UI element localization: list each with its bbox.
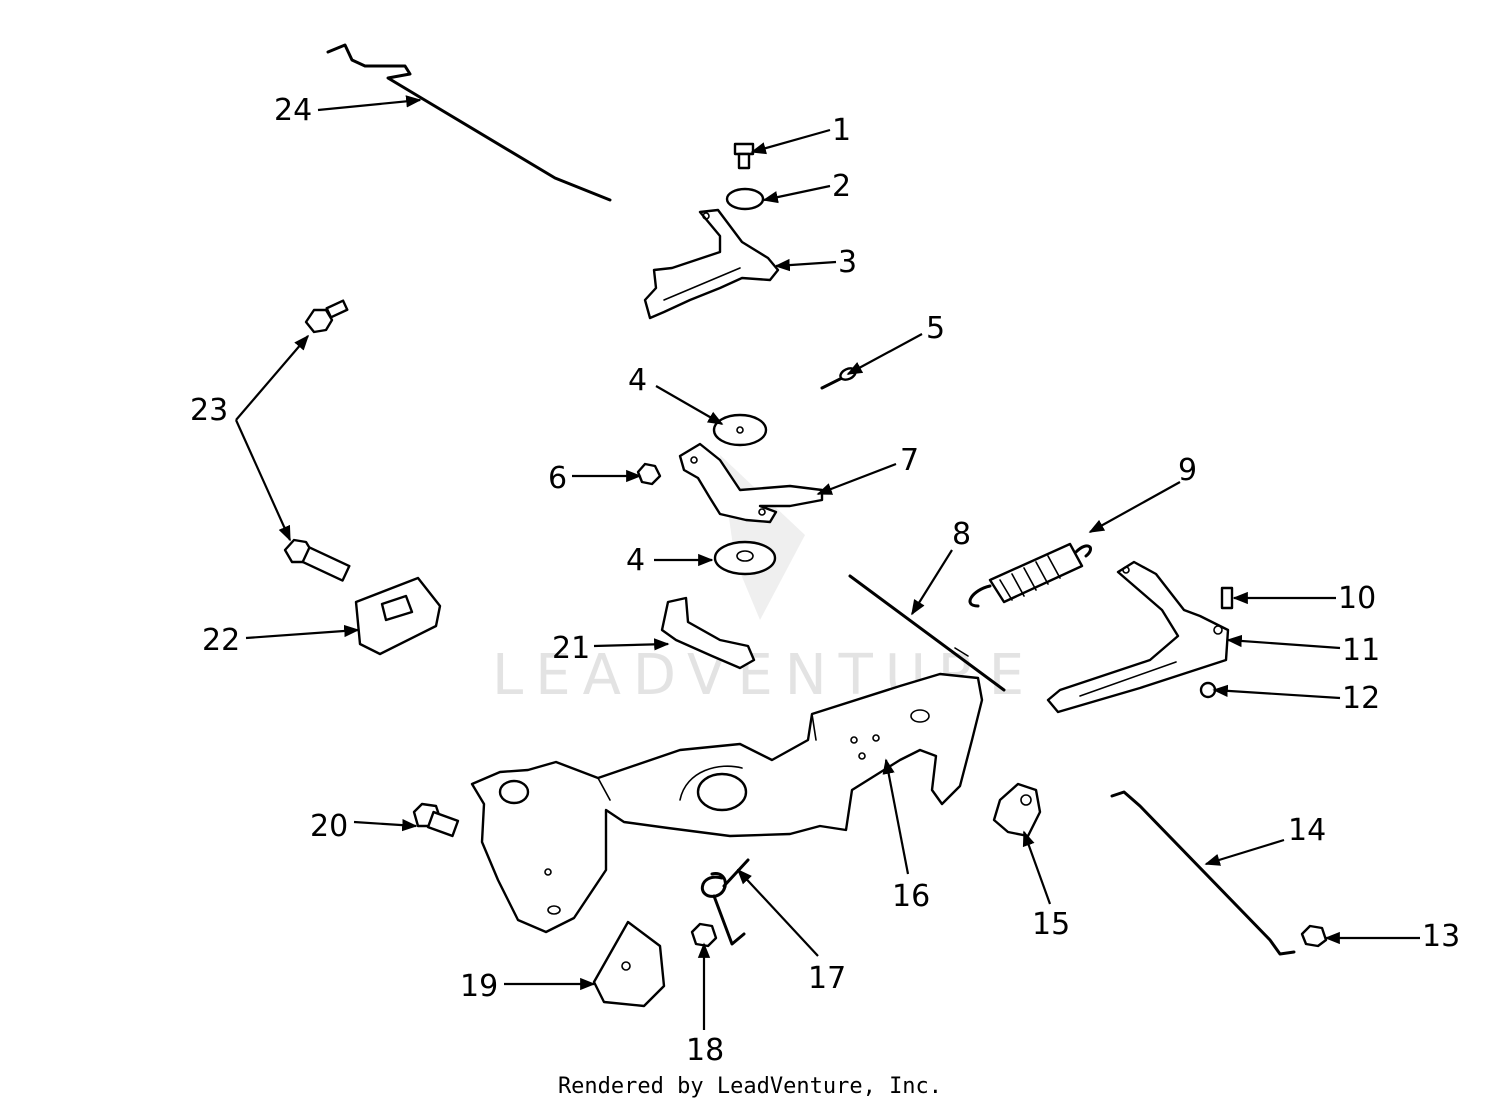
part-13-nut <box>1300 924 1328 948</box>
callout-18: 18 <box>686 1033 724 1068</box>
callout-12: 12 <box>1342 681 1380 716</box>
leader-16 <box>882 758 910 875</box>
part-24-rod <box>326 43 612 202</box>
callout-11: 11 <box>1342 633 1380 668</box>
callout-4a: 4 <box>628 363 647 398</box>
leader-14 <box>1204 838 1285 866</box>
callout-1: 1 <box>832 113 851 148</box>
leader-9 <box>1088 481 1181 533</box>
callout-2: 2 <box>832 169 851 204</box>
callout-24: 24 <box>274 93 312 128</box>
leader-15 <box>1022 830 1052 905</box>
part-18-nut <box>690 922 718 948</box>
part-5-link <box>820 367 857 390</box>
callout-22: 22 <box>202 623 240 658</box>
part-22-block <box>354 576 442 656</box>
callout-4b: 4 <box>626 543 645 578</box>
leader-12 <box>1212 684 1341 700</box>
callout-14: 14 <box>1288 813 1326 848</box>
part-3-bracket <box>643 208 780 320</box>
part-17-spring <box>700 858 750 946</box>
part-11-arm <box>1046 560 1230 714</box>
part-12-rivet <box>1199 681 1217 699</box>
callout-8: 8 <box>952 517 971 552</box>
callout-10: 10 <box>1338 581 1376 616</box>
part-8-rod <box>848 574 1006 692</box>
part-14-rod <box>1110 790 1296 956</box>
part-6-nut <box>636 462 662 486</box>
leader-7 <box>816 462 897 496</box>
leader-3 <box>774 258 837 272</box>
callout-9: 9 <box>1178 453 1197 488</box>
part-19-block <box>592 920 666 1008</box>
part-2-washer <box>725 187 765 211</box>
part-23-stud <box>283 299 351 582</box>
part-10-screw <box>1220 586 1234 610</box>
part-9-spring <box>968 542 1092 608</box>
leader-21 <box>593 638 670 651</box>
callout-19: 19 <box>460 969 498 1004</box>
leader-11 <box>1226 634 1341 650</box>
part-21-plate <box>660 596 756 670</box>
leader-23b <box>234 419 292 542</box>
part-4-washer-lower <box>713 540 777 576</box>
callout-6: 6 <box>548 461 567 496</box>
callout-labels: 1 2 3 4 4 5 6 7 8 9 10 11 12 13 14 15 16… <box>190 93 1460 1068</box>
callout-23: 23 <box>190 393 228 428</box>
part-1-screw <box>733 142 755 170</box>
leader-8 <box>911 549 953 616</box>
callout-17: 17 <box>808 961 846 996</box>
callout-16: 16 <box>892 879 930 914</box>
footer-credit: Rendered by LeadVenture, Inc. <box>557 1074 943 1099</box>
leader-2 <box>762 184 831 204</box>
leader-lines <box>234 95 1420 1030</box>
leader-20 <box>353 818 418 832</box>
part-16-main-bracket <box>470 672 984 934</box>
part-7-lever <box>678 442 824 524</box>
part-4-washer-upper <box>712 413 768 447</box>
leader-24 <box>317 95 422 112</box>
callout-3: 3 <box>838 245 857 280</box>
callout-5: 5 <box>926 311 945 346</box>
callout-15: 15 <box>1032 907 1070 942</box>
leader-1 <box>750 128 831 155</box>
leader-17 <box>736 868 819 957</box>
callout-20: 20 <box>310 809 348 844</box>
leader-23a <box>235 334 310 421</box>
part-15-clip <box>992 782 1042 838</box>
leader-5 <box>846 333 923 375</box>
part-20-bolt <box>412 802 460 838</box>
callout-7: 7 <box>900 443 919 478</box>
leader-22 <box>245 624 360 640</box>
leader-4a <box>655 385 724 425</box>
callout-13: 13 <box>1422 919 1460 954</box>
callout-21: 21 <box>552 631 590 666</box>
